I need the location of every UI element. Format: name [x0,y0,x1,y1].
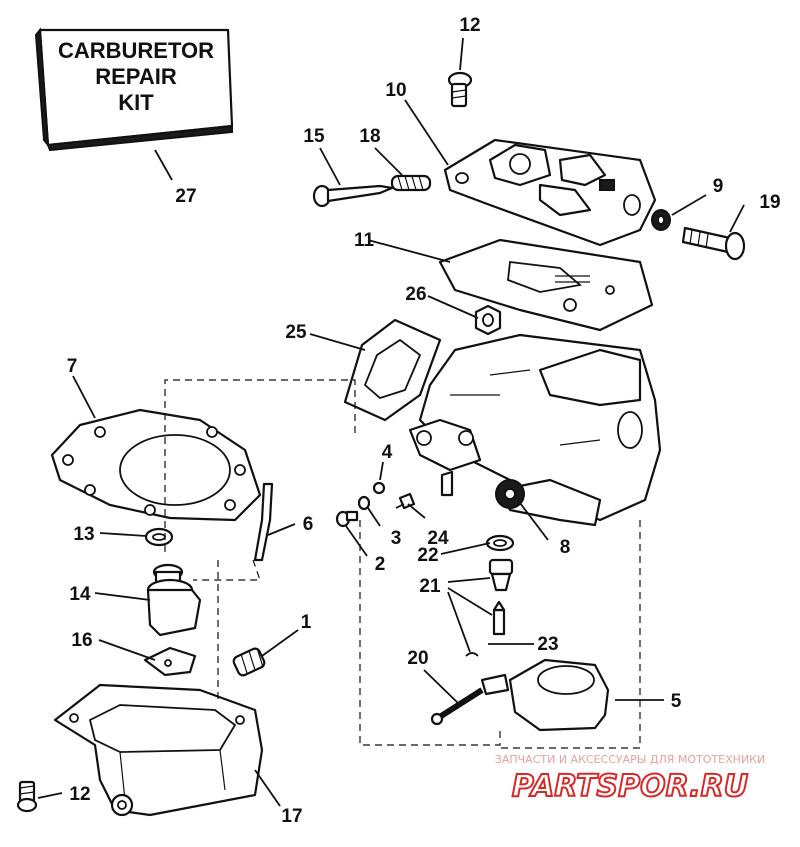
callout-21: 21 [419,576,441,597]
callout-9: 9 [713,176,724,197]
kit-label-line1: CARBURETOR [58,38,214,63]
callout-numbers: 12 10 15 18 9 19 27 11 26 25 7 4 6 13 3 … [67,15,781,827]
callout-18: 18 [359,126,380,147]
watermark-caption: ЗАПЧАСТИ И АКСЕССУАРЫ ДЛЯ МОТОТЕХНИКИ [495,753,765,766]
watermark-brand: PARTSPOR.RU [512,769,748,804]
callout-1: 1 [301,612,312,633]
pin-20 [430,687,484,726]
repair-kit-box: CARBURETOR REPAIR KIT [34,27,234,152]
leader-lines [37,37,745,807]
callout-20: 20 [407,648,428,669]
cover-10 [443,138,657,247]
callout-12-bottom: 12 [69,784,90,805]
callout-27: 27 [175,186,196,207]
callout-12-top: 12 [459,15,480,36]
plug-4 [372,481,386,495]
screw-15 [312,184,394,208]
callout-7: 7 [67,356,78,377]
callout-15: 15 [303,126,325,147]
callout-19: 19 [759,192,780,213]
washer-3 [357,495,371,511]
screw-2 [335,510,359,528]
callout-25: 25 [285,322,307,343]
gasket-11 [438,238,654,332]
screw-12-bottom [16,780,38,813]
callout-4: 4 [382,442,393,463]
callout-26: 26 [405,284,426,305]
spring-18 [390,174,432,192]
washer-9 [651,209,671,231]
washer-13 [144,527,174,547]
nut-26 [474,304,502,336]
callout-10: 10 [385,80,406,101]
callout-22: 22 [417,545,438,566]
callout-23: 23 [537,634,558,655]
assembly-guide-lines [164,379,641,749]
callout-14: 14 [69,584,91,605]
gasket-16 [143,646,197,677]
carburetor-body-8 [408,333,662,527]
kit-label-line2: REPAIR [95,64,177,89]
callout-6: 6 [303,514,314,535]
nozzle-24 [395,492,416,510]
callout-8: 8 [560,537,571,558]
inlet-needle-21 [492,600,506,636]
needle-seat-21 [488,558,514,592]
float-5 [480,658,610,732]
tube-6 [253,482,274,562]
kit-label-line3: KIT [118,90,154,115]
callout-24: 24 [427,528,449,549]
callout-16: 16 [71,630,92,651]
watermark: ЗАПЧАСТИ И АКСЕССУАРЫ ДЛЯ МОТОТЕХНИКИ PA… [495,753,765,805]
spring-1 [232,647,266,677]
callout-17: 17 [281,806,302,827]
callout-5: 5 [671,691,682,712]
float-bowl-17 [53,683,264,817]
gasket-7 [50,408,262,522]
float-14 [146,563,202,637]
callout-13: 13 [73,524,94,545]
callout-11: 11 [354,230,375,251]
clip-23 [465,652,479,657]
washer-22 [485,534,515,552]
screw-19 [681,226,746,261]
callout-3: 3 [391,528,402,549]
flange-gasket-25 [343,318,442,422]
callout-2: 2 [375,554,386,575]
screw-12-top [447,71,473,108]
